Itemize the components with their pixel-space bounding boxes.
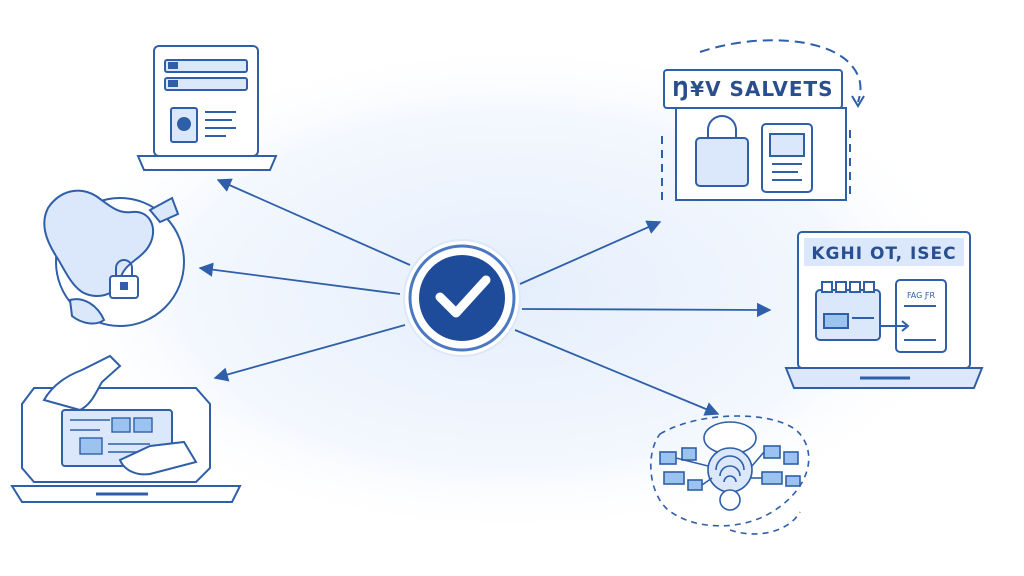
arrow-to-fingerprint — [514, 329, 720, 416]
globe-lock-icon — [43, 189, 185, 327]
arrow-to-laptop-transfer — [521, 302, 772, 318]
document-laptop-icon — [136, 45, 278, 171]
hand-tablet-icon — [10, 354, 242, 503]
fingerprint-network-icon — [650, 415, 810, 535]
arrow-to-hand-tablet — [213, 324, 406, 382]
laptop-label: KGHI OT, ISEC — [811, 244, 956, 264]
store-lock-icon: Ŋ¥V SALVETS — [661, 39, 865, 201]
arrow-to-globe — [198, 262, 401, 295]
connectors — [198, 178, 772, 416]
store-label: Ŋ¥V SALVETS — [672, 77, 833, 101]
arrow-to-document-laptop — [216, 178, 411, 266]
laptop-transfer-icon: KGHI OT, ISEC FAG ƑR — [784, 231, 984, 389]
laptop-screen-text: FAG ƑR — [907, 291, 936, 300]
arrow-to-store — [519, 220, 662, 285]
center-badge — [403, 239, 521, 357]
checkmark-icon — [435, 275, 491, 318]
